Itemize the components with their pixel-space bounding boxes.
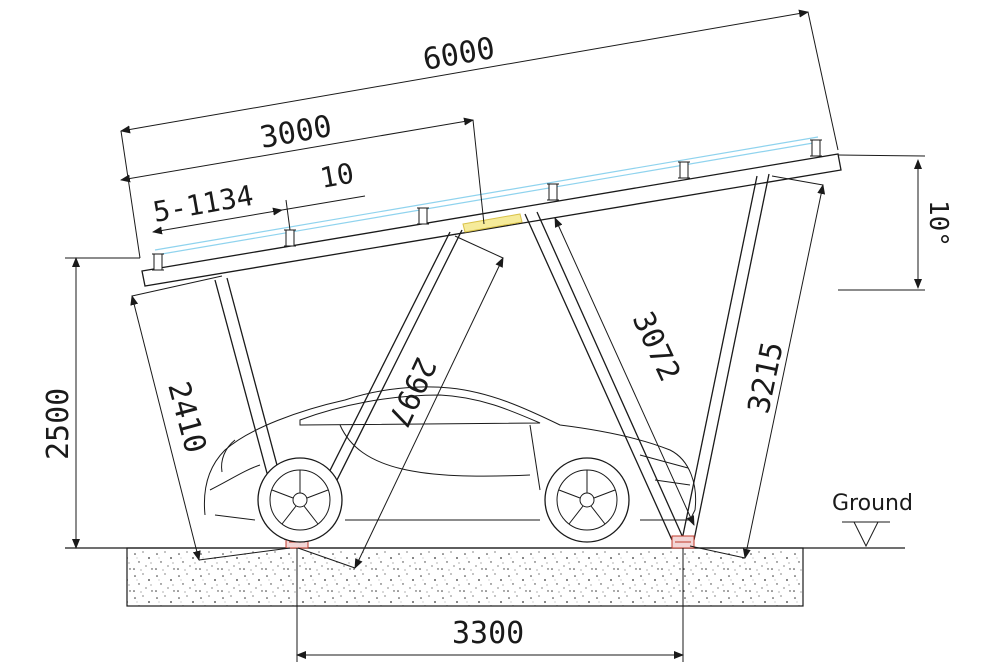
dim-2997-label: 2997: [380, 352, 442, 432]
dim-tilt: 10°: [837, 154, 953, 291]
dim-spacing: 5-1134 10: [150, 157, 366, 235]
dim-3000-label: 3000: [257, 109, 334, 156]
apex-connector: [462, 213, 523, 233]
dim-3215-label: 3215: [742, 339, 791, 417]
dim-offset-label: 10: [317, 157, 356, 195]
dim-3300: 3300: [296, 548, 684, 662]
rail-clamps: [152, 139, 822, 271]
dim-spacing-label: 5-1134: [150, 179, 255, 229]
ground-marker: Ground: [832, 491, 913, 548]
mounting-rails: [154, 136, 820, 256]
dim-2410-label: 2410: [160, 378, 213, 457]
dim-3300-label: 3300: [452, 616, 524, 651]
rear-wheel: [544, 457, 630, 543]
dim-tilt-label: 10°: [923, 200, 953, 247]
ground-label: Ground: [832, 491, 913, 516]
dim-2500: 2500: [41, 257, 140, 549]
dim-2500-label: 2500: [41, 388, 76, 460]
dim-3072-label: 3072: [625, 307, 687, 387]
footing-rear: [671, 535, 695, 549]
concrete-base: [126, 547, 804, 607]
dim-6000-label: 6000: [420, 31, 497, 78]
front-wheel: [257, 457, 343, 543]
